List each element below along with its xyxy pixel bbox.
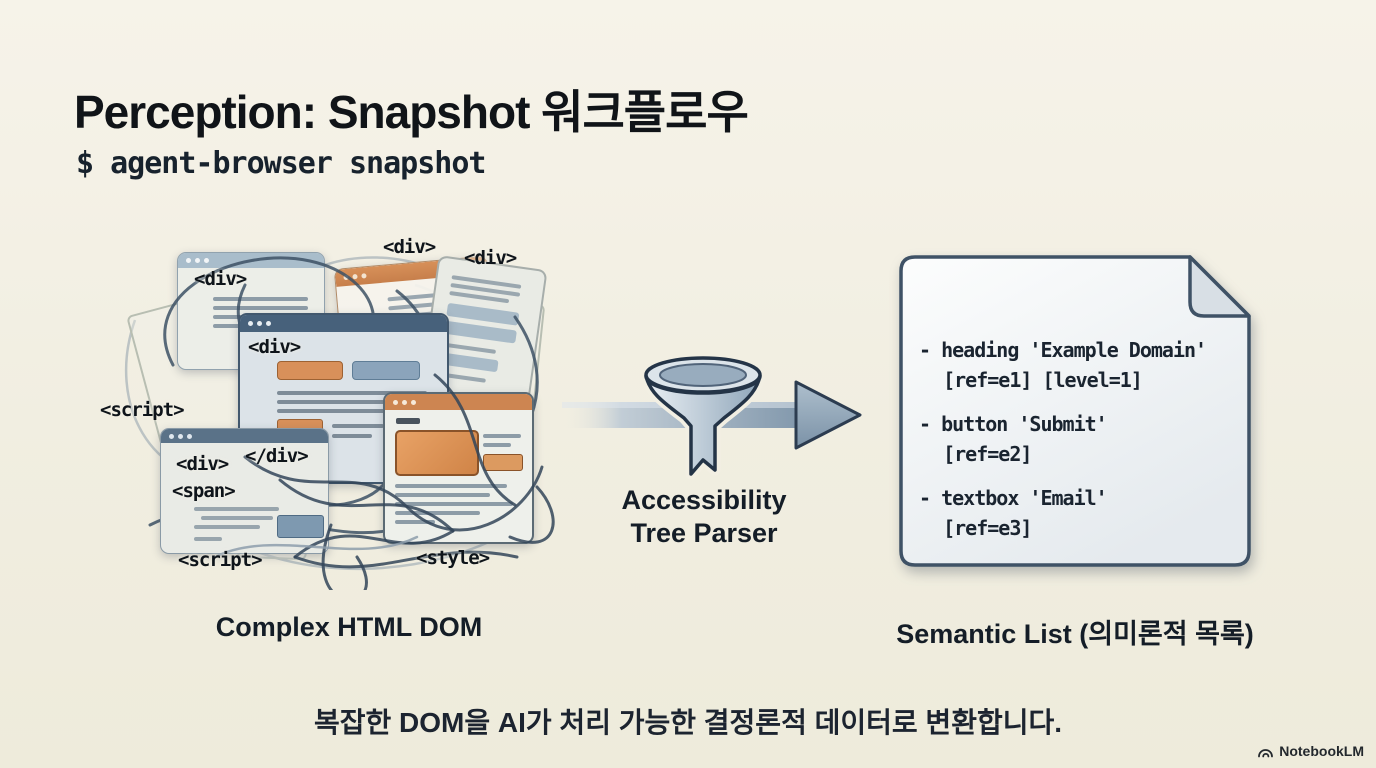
accessibility-tree-text: - heading 'Example Domain' [ref=e1] [lev… [919, 335, 1207, 557]
tag-label-div: <div> [383, 236, 436, 258]
funnel-icon [640, 356, 766, 480]
tangled-lines-top [213, 373, 555, 590]
document-page-icon [899, 255, 1251, 567]
funnel-arrow-graphic [562, 356, 862, 480]
window-titlebar [240, 315, 447, 332]
tag-label-style: <style> [416, 547, 490, 569]
a11y-node-button: - button 'Submit' [ref=e2] [919, 412, 1108, 466]
tag-label-div: <div> [248, 336, 301, 358]
page-title: Perception: Snapshot 워크플로우 [74, 86, 749, 138]
tag-label-script: <script> [178, 549, 263, 571]
dom-cluster-label: Complex HTML DOM [215, 612, 483, 642]
tag-label-div: <div> [176, 453, 229, 475]
semantic-list-document: - heading 'Example Domain' [ref=e1] [lev… [897, 253, 1253, 573]
notebooklm-logo-icon [1258, 748, 1274, 757]
notebooklm-label: NotebookLM [1279, 743, 1364, 759]
window-titlebar [161, 429, 328, 443]
parser-label: Accessibility Tree Parser [554, 484, 854, 550]
browser-window-orange-bottom [383, 392, 534, 544]
dom-cluster-illustration: <div> <div> <div> <script> <div> <div> <… [95, 225, 565, 590]
tag-label-script: <script> [100, 399, 185, 421]
parser-label-line1: Accessibility [621, 485, 787, 515]
tag-label-div: <div> [194, 268, 247, 290]
semantic-list-label: Semantic List (의미론적 목록) [896, 619, 1254, 649]
notebooklm-watermark: NotebookLM [1257, 743, 1364, 759]
bottom-caption: 복잡한 DOM을 AI가 처리 가능한 결정론적 데이터로 변환합니다. [313, 707, 1063, 738]
parser-label-line2: Tree Parser [630, 518, 778, 548]
command-line: $ agent-browser snapshot [76, 146, 486, 181]
a11y-node-textbox: - textbox 'Email' [ref=e3] [919, 486, 1108, 540]
tag-label-div-close: </div> [245, 445, 309, 467]
browser-window-bottomleft [160, 428, 329, 554]
tag-label-div: <div> [464, 247, 517, 269]
a11y-node-heading: - heading 'Example Domain' [ref=e1] [lev… [919, 338, 1207, 392]
tag-label-span: <span> [172, 480, 236, 502]
